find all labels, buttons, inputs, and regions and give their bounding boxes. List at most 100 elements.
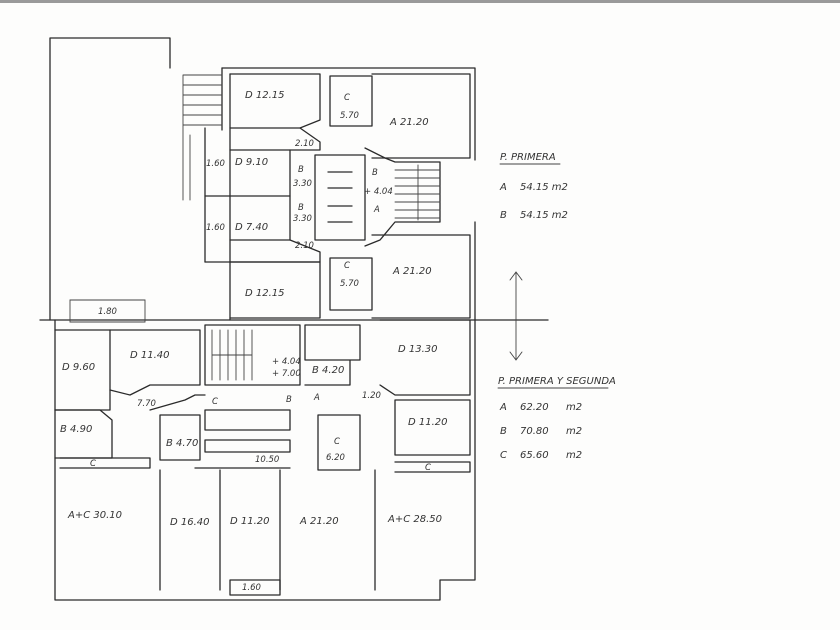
legend-lower-letter-b: B bbox=[500, 426, 507, 437]
room-c-620 bbox=[317, 414, 361, 471]
room-c-bot bbox=[329, 257, 373, 311]
legend-lower-unit-c: m2 bbox=[566, 450, 582, 461]
label-l-d-1640: D 16.40 bbox=[170, 517, 210, 528]
room-c-top bbox=[329, 75, 373, 127]
left-passage bbox=[59, 457, 151, 469]
core-box bbox=[314, 154, 366, 241]
room-b-470 bbox=[159, 414, 201, 461]
label-u-a-mid: A bbox=[373, 205, 380, 215]
stair-upper-treads bbox=[394, 164, 441, 221]
lower-partitions bbox=[159, 469, 376, 591]
label-l-c-right: C bbox=[425, 463, 431, 473]
legend-lower-unit-a: m2 bbox=[566, 402, 582, 413]
label-l-balcony: 1.60 bbox=[242, 583, 261, 593]
label-u-b1: B bbox=[298, 165, 304, 175]
room-d-1330 bbox=[379, 319, 471, 396]
legend-lower-unit-b: m2 bbox=[566, 426, 582, 437]
legend-upper-value-a: 54.15 m2 bbox=[520, 182, 568, 193]
room-a-bot bbox=[371, 234, 471, 319]
legend-lower-value-b: 70.80 bbox=[520, 426, 549, 437]
label-u-a-bot: A 21.20 bbox=[392, 266, 432, 277]
upper-floor-walls bbox=[49, 37, 476, 321]
lower-floor-labels: D 9.60 D 11.40 7.70 B 4.90 C A+C 30.10 B… bbox=[60, 344, 448, 593]
label-u-c-bot-val: 5.70 bbox=[340, 279, 359, 289]
stair-left-treads bbox=[182, 74, 223, 201]
room-d-1140 bbox=[109, 329, 201, 396]
room-d-top bbox=[229, 73, 321, 129]
label-u-c-top: C bbox=[344, 93, 350, 103]
legend-lower-letter-a: A bbox=[499, 402, 507, 413]
label-u-d-bot: D 12.15 bbox=[245, 288, 285, 299]
stair-lower bbox=[204, 324, 301, 386]
label-l-b-490: B 4.90 bbox=[60, 424, 92, 435]
label-u-b2: B bbox=[298, 203, 304, 213]
right-passage bbox=[394, 461, 471, 473]
label-l-stair-1: + 4.04 bbox=[272, 357, 301, 367]
legend-lower-title: P. PRIMERA Y SEGUNDA bbox=[498, 376, 616, 387]
legend-upper: P. PRIMERA A 54.15 m2 B 54.15 m2 bbox=[499, 152, 568, 221]
legend-upper-letter-b: B bbox=[500, 210, 507, 221]
label-u-210b: 2.10 bbox=[295, 241, 314, 251]
label-l-ac-2850: A+C 28.50 bbox=[387, 514, 442, 525]
label-u-c-bot: C bbox=[344, 261, 350, 271]
legend-upper-value-b: 54.15 m2 bbox=[520, 210, 568, 221]
lower-outer bbox=[54, 319, 476, 601]
label-l-120: 1.20 bbox=[362, 391, 381, 401]
left-chamfer bbox=[149, 394, 206, 411]
room-d-mid bbox=[229, 149, 291, 241]
label-l-770: 7.70 bbox=[137, 399, 156, 409]
label-u-210a: 2.10 bbox=[295, 139, 314, 149]
legend-lower: P. PRIMERA Y SEGUNDA A 62.20 m2 B 70.80 … bbox=[497, 376, 616, 461]
legend-upper-letter-a: A bbox=[499, 182, 507, 193]
label-u-d-7: D 7.40 bbox=[235, 222, 268, 233]
label-l-a-2120: A 21.20 bbox=[299, 516, 339, 527]
label-l-c-left: C bbox=[90, 459, 96, 469]
upper-left-partitions bbox=[204, 195, 291, 263]
legend-lower-value-a: 62.20 bbox=[520, 402, 549, 413]
core-lower bbox=[204, 409, 291, 453]
label-l-c-620-val: 6.20 bbox=[326, 453, 345, 463]
legend-lower-value-c: 65.60 bbox=[520, 450, 549, 461]
lower-floor-walls bbox=[54, 319, 476, 601]
label-u-stair-lvl: + 4.04 bbox=[364, 187, 393, 197]
label-l-b-470: B 4.70 bbox=[166, 438, 198, 449]
label-l-1050: 10.50 bbox=[255, 455, 279, 465]
chamfer-1 bbox=[289, 127, 321, 151]
label-u-c-top-val: 5.70 bbox=[340, 111, 359, 121]
label-l-b-stair: B bbox=[286, 395, 292, 405]
room-b-420 bbox=[304, 324, 361, 386]
label-l-a-stair: A bbox=[313, 393, 320, 403]
label-l-d-1120b: D 11.20 bbox=[408, 417, 448, 428]
room-a-top bbox=[371, 73, 471, 159]
label-u-d-9: D 9.10 bbox=[235, 157, 268, 168]
label-l-stair-2: + 7.00 bbox=[272, 369, 301, 379]
label-l-c-stair: C bbox=[212, 397, 218, 407]
label-l-ac-3010: A+C 30.10 bbox=[67, 510, 122, 521]
label-l-c-620: C bbox=[334, 437, 340, 447]
label-u-d-top: D 12.15 bbox=[245, 90, 285, 101]
legend-upper-title: P. PRIMERA bbox=[500, 152, 556, 163]
site-outline bbox=[49, 37, 171, 321]
stair-upper bbox=[364, 147, 441, 247]
label-l-d-1140: D 11.40 bbox=[130, 350, 170, 361]
label-u-b-stair: B bbox=[372, 168, 378, 178]
label-l-d-1120: D 11.20 bbox=[230, 516, 270, 527]
upper-outer-left bbox=[204, 67, 223, 263]
stair-lower-treads bbox=[211, 329, 253, 381]
room-d-1120b bbox=[394, 399, 471, 456]
label-l-b-420: B 4.20 bbox=[312, 365, 344, 376]
core-rules bbox=[327, 171, 353, 223]
label-u-b2-val: 3.30 bbox=[293, 214, 312, 224]
label-u-balcony: 1.80 bbox=[98, 307, 117, 317]
label-u-b1-val: 3.30 bbox=[293, 179, 312, 189]
scan-edge bbox=[0, 0, 840, 3]
label-u-160b: 1.60 bbox=[206, 223, 225, 233]
balcony-upper bbox=[69, 299, 146, 323]
north-arrow bbox=[509, 271, 523, 361]
label-u-160a: 1.60 bbox=[206, 159, 225, 169]
upper-floor-labels: D 12.15 C 5.70 A 21.20 D 9.10 D 7.40 1.6… bbox=[98, 90, 432, 317]
label-u-a-top: A 21.20 bbox=[389, 117, 429, 128]
label-l-d-1330: D 13.30 bbox=[398, 344, 438, 355]
